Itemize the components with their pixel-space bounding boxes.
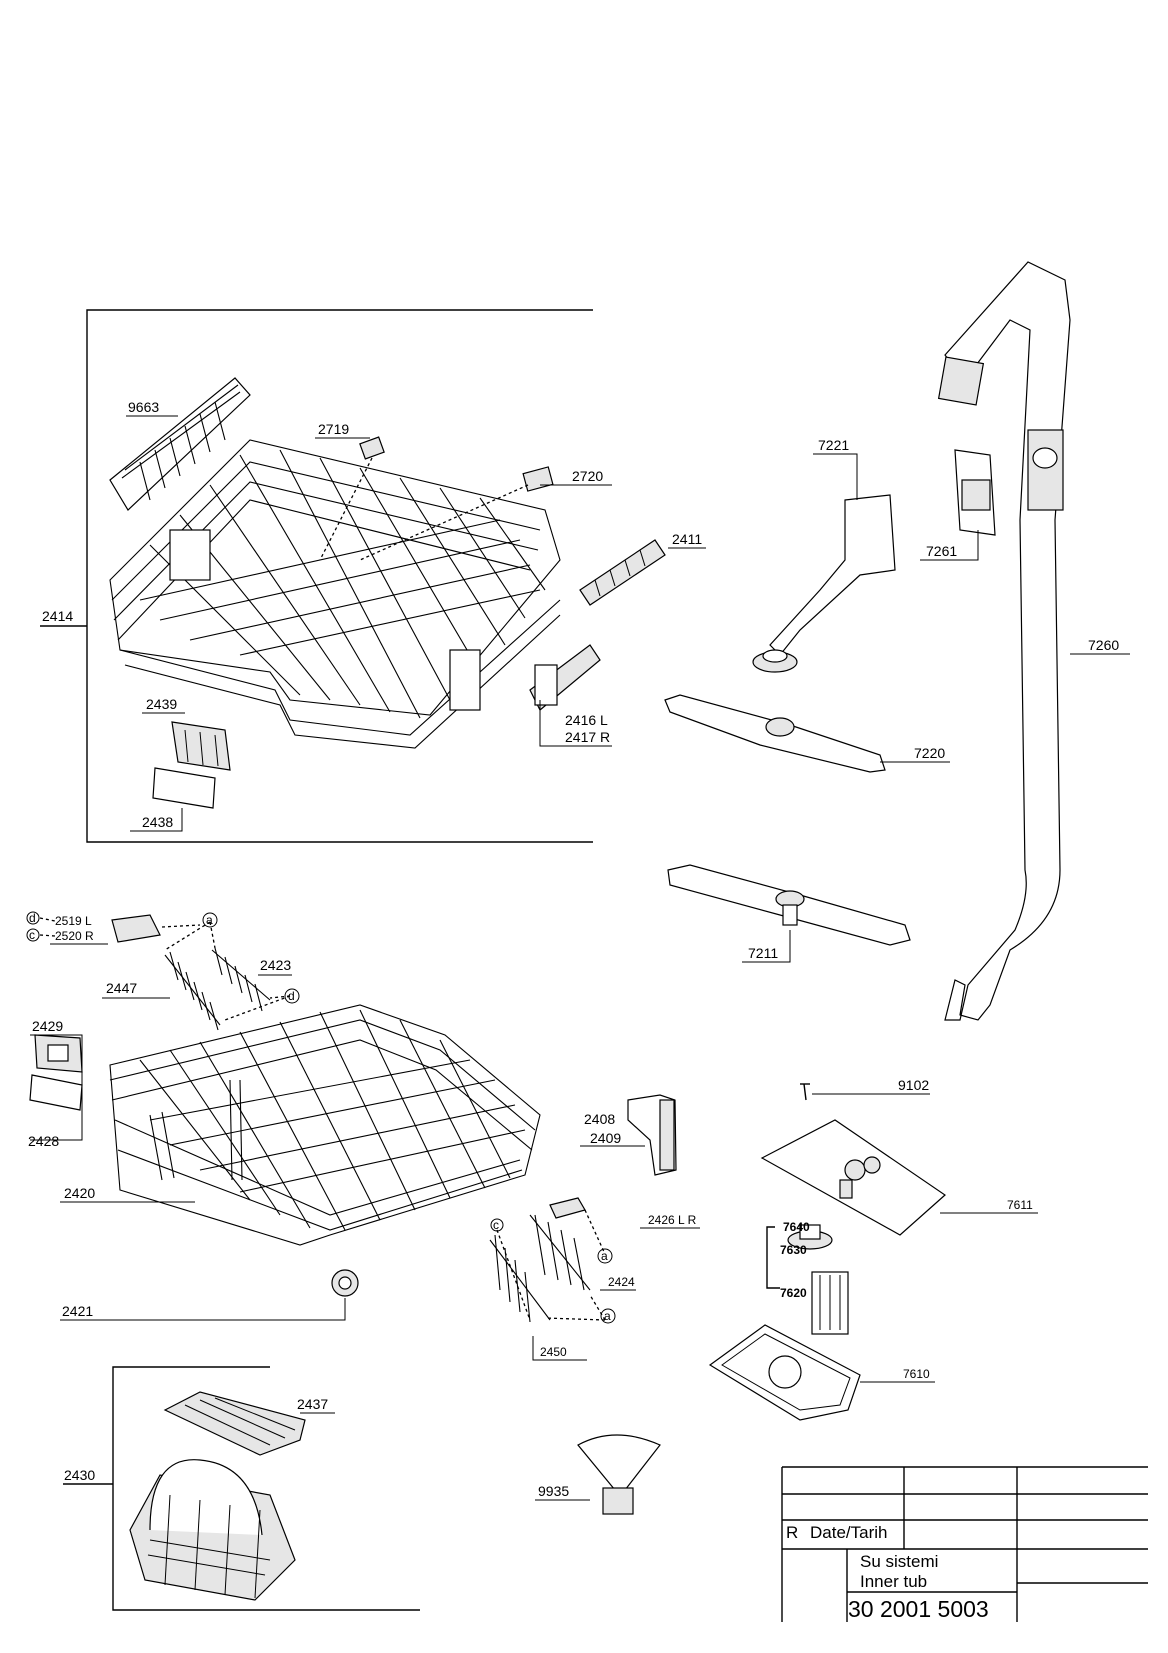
marker-c-2: c xyxy=(493,1218,499,1232)
marker-c-1: c xyxy=(29,928,35,942)
spray-pipe-7221 xyxy=(752,494,896,673)
callout-7261: 7261 xyxy=(926,543,957,559)
callout-2414: 2414 xyxy=(42,608,73,624)
callout-2417: 2417 R xyxy=(565,729,610,745)
cutlery-shelf-9663 xyxy=(109,377,251,511)
tine-row-2424-2450 xyxy=(489,1214,591,1323)
callout-7640: 7640 xyxy=(783,1220,810,1234)
callout-9935: 9935 xyxy=(538,1483,569,1499)
clip-2429 xyxy=(34,1034,83,1073)
marker-d-2: d xyxy=(288,989,295,1003)
callout-2420: 2420 xyxy=(64,1185,95,1201)
callout-2424: 2424 xyxy=(608,1275,635,1289)
filter-7630-7640 xyxy=(787,1224,833,1250)
callout-2411: 2411 xyxy=(672,531,702,547)
callout-2719: 2719 xyxy=(318,421,349,437)
callout-7211: 7211 xyxy=(748,945,778,961)
callout-2428: 2428 xyxy=(28,1133,59,1149)
screw-9102 xyxy=(800,1083,810,1101)
callout-2437: 2437 xyxy=(297,1396,328,1412)
callout-2426: 2426 L R xyxy=(648,1213,697,1227)
callout-labels: 9663 2719 2720 2411 2414 2416 L 2417 R 2… xyxy=(28,399,1119,1499)
filter-group-bracket xyxy=(766,1226,780,1289)
callout-2519: 2519 L xyxy=(55,914,92,928)
callout-7630: 7630 xyxy=(780,1243,807,1257)
clip-2428 xyxy=(29,1074,83,1111)
title-block-drawing-no: 30 2001 5003 xyxy=(848,1596,989,1622)
wheel-2421 xyxy=(331,1269,359,1297)
marker-d-1: d xyxy=(29,911,36,925)
callout-9663: 9663 xyxy=(128,399,159,415)
cutlery-basket-2430 xyxy=(129,1459,296,1601)
callout-7620: 7620 xyxy=(780,1286,807,1300)
clip-2719 xyxy=(319,436,385,561)
callout-2450: 2450 xyxy=(540,1345,567,1359)
marker-a-3: a xyxy=(604,1309,611,1323)
callout-2423: 2423 xyxy=(260,957,291,973)
callout-2429: 2429 xyxy=(32,1018,63,1034)
callout-9102: 9102 xyxy=(898,1077,929,1093)
title-block: R Date/Tarih Su sistemi Inner tub 30 200… xyxy=(781,1466,1148,1622)
callout-2439: 2439 xyxy=(146,696,177,712)
callout-7611: 7611 xyxy=(1007,1198,1033,1212)
salt-funnel-9935 xyxy=(577,1434,661,1515)
upper-basket-2414 xyxy=(109,439,561,749)
cutlery-basket-group-frame xyxy=(63,1366,420,1611)
lower-spray-arm-7211 xyxy=(667,864,911,946)
callout-2447: 2447 xyxy=(106,980,137,996)
leader-lines xyxy=(30,415,1130,1501)
callout-7220: 7220 xyxy=(914,745,945,761)
tine-row-2447 xyxy=(164,951,221,1031)
title-block-title-tr: Su sistemi xyxy=(860,1552,938,1571)
marker-a-2: a xyxy=(601,1249,608,1263)
callout-2438: 2438 xyxy=(142,814,173,830)
callout-2720: 2720 xyxy=(572,468,603,484)
coarse-filter-7610 xyxy=(708,1324,861,1421)
height-adjuster-2416-2417 xyxy=(529,644,601,711)
title-block-title-en: Inner tub xyxy=(860,1572,927,1591)
callout-7221: 7221 xyxy=(818,437,849,453)
tine-row-2423 xyxy=(211,947,271,1012)
clip-2439 xyxy=(171,721,231,771)
marker-circles: d c a d c a a xyxy=(26,911,616,1324)
basket-lid-2437 xyxy=(163,1391,306,1456)
callout-7610: 7610 xyxy=(903,1367,930,1381)
callout-2409: 2409 xyxy=(590,1130,621,1146)
clip-2438 xyxy=(152,767,216,809)
upper-basket-group-frame xyxy=(40,309,593,843)
callout-2408: 2408 xyxy=(584,1111,615,1127)
callout-7260: 7260 xyxy=(1088,637,1119,653)
title-block-date-label: Date/Tarih xyxy=(810,1523,887,1542)
rail-stop-2411 xyxy=(579,539,666,606)
callout-2421: 2421 xyxy=(62,1303,93,1319)
callout-2520: 2520 R xyxy=(55,929,94,943)
title-block-rev: R xyxy=(786,1523,798,1542)
lower-basket-2420 xyxy=(109,1004,541,1246)
clip-2426 xyxy=(549,1197,606,1255)
handle-2519-2520 xyxy=(111,914,201,943)
tine-connectors xyxy=(164,921,291,1021)
callout-2430: 2430 xyxy=(64,1467,95,1483)
callout-2416: 2416 L xyxy=(565,712,608,728)
filter-cover-7611 xyxy=(760,1119,946,1236)
tine-row-connectors xyxy=(496,1229,606,1321)
marker-a-1: a xyxy=(206,913,213,927)
water-duct-7260 xyxy=(937,261,1071,1021)
micro-filter-7620 xyxy=(811,1271,849,1335)
connector-7261 xyxy=(954,449,996,536)
bracket-2408-2409 xyxy=(627,1094,677,1176)
upper-spray-arm-7220 xyxy=(664,694,886,773)
